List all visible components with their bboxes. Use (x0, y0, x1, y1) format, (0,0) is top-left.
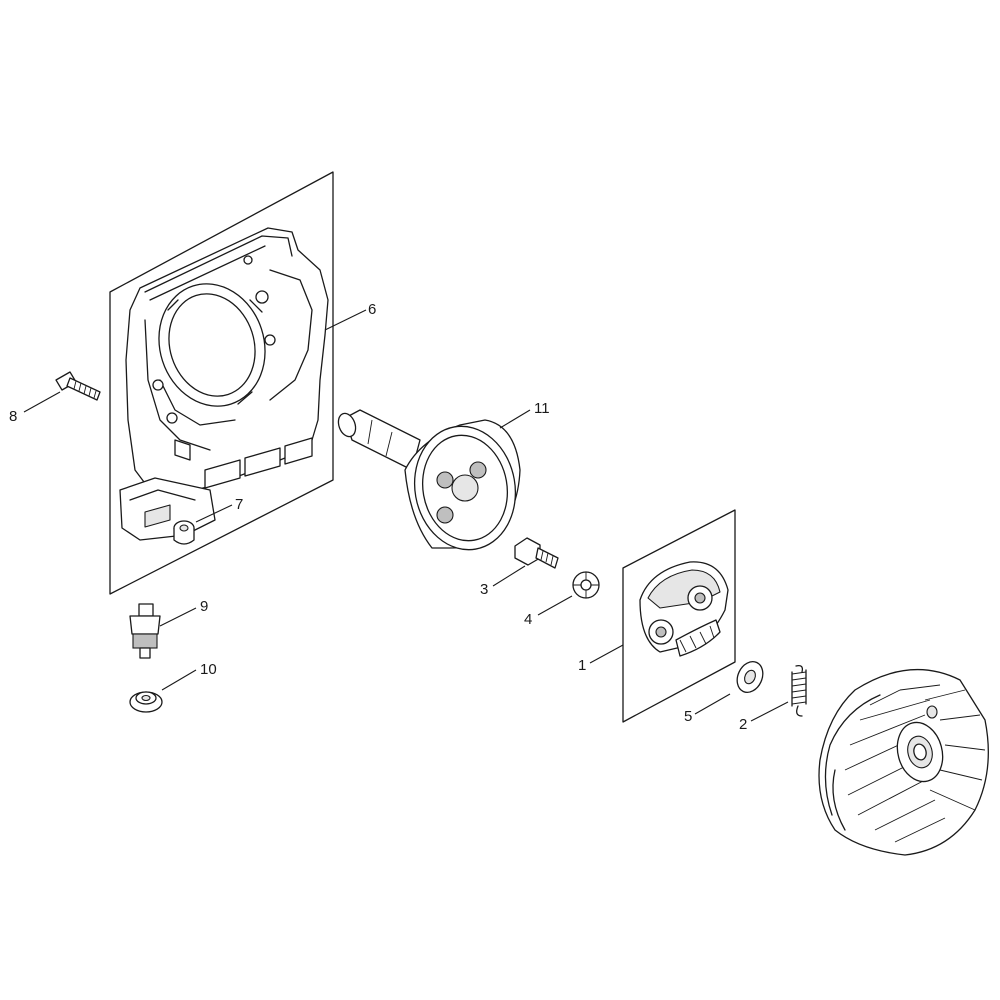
callout-7: 7 (235, 496, 243, 513)
flywheel-icon (818, 669, 989, 856)
lock-washer-icon (572, 571, 600, 599)
washer-icon (736, 660, 764, 694)
bolt-icon (514, 537, 559, 569)
crankcase-cover-icon (109, 171, 334, 595)
callout-2: 2 (739, 716, 747, 733)
spring-icon (791, 664, 807, 717)
screw-icon (55, 371, 101, 401)
mount-icon (129, 603, 161, 659)
callout-9: 9 (200, 598, 208, 615)
callout-8: 8 (9, 408, 17, 425)
nut-icon (173, 520, 195, 545)
leader-lines (23, 309, 789, 722)
flange-nut-icon (129, 691, 163, 713)
clutch-assembly-icon (622, 509, 736, 723)
callout-6: 6 (368, 301, 376, 318)
callout-1: 1 (578, 657, 586, 674)
callout-3: 3 (480, 581, 488, 598)
callout-4: 4 (524, 611, 532, 628)
callout-5: 5 (684, 708, 692, 725)
callout-labels: 6 11 8 7 9 10 3 4 1 5 2 (9, 301, 747, 733)
callout-10: 10 (200, 661, 217, 678)
clutch-drum-icon (337, 409, 521, 551)
callout-11: 11 (534, 400, 550, 417)
